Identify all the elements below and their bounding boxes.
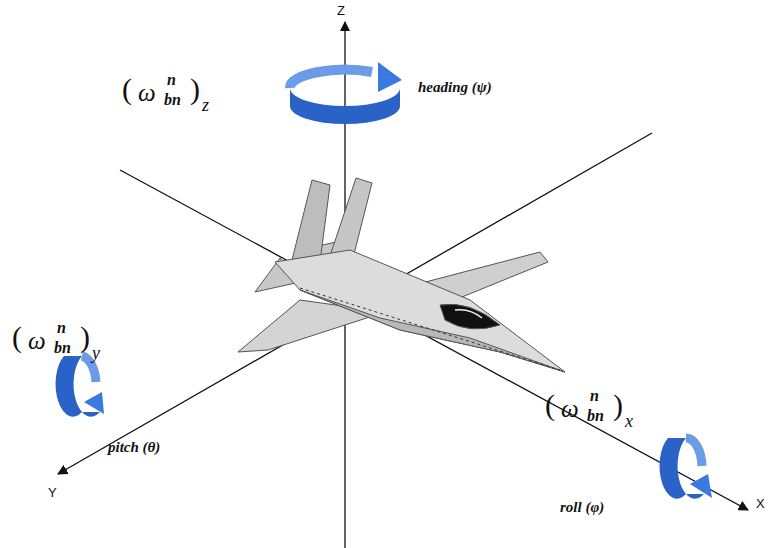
aircraft <box>238 178 565 372</box>
rotation-name: pitch (θ) <box>108 440 160 455</box>
roll-rotation-arrow <box>660 438 712 499</box>
pitch-rotation-arrow <box>56 356 104 417</box>
paren: ω <box>561 396 579 421</box>
subscript: ) <box>190 74 200 104</box>
paren: y <box>92 344 100 362</box>
superscript: bn <box>587 408 604 424</box>
y-axis <box>58 133 652 474</box>
paren: x <box>625 412 633 430</box>
paren: z <box>202 96 209 114</box>
paren: ω <box>138 80 156 105</box>
omega-symbol: n <box>57 320 66 336</box>
heading-rotation-arrow <box>290 62 402 124</box>
subscript: ) <box>613 390 623 420</box>
axis-label: X <box>756 497 765 510</box>
superscript: bn <box>54 340 71 356</box>
subscript: ) <box>80 322 90 352</box>
omega-symbol: n <box>167 72 176 88</box>
axis-label: ( <box>545 390 555 420</box>
omega-symbol: n <box>590 388 599 404</box>
superscript: bn <box>164 92 181 108</box>
axis-label: Y <box>48 486 57 499</box>
axis-label: ( <box>12 322 22 352</box>
rotation-name: heading (ψ) <box>418 80 492 95</box>
axis-label: ( <box>122 74 132 104</box>
axis-label: Z <box>337 4 345 17</box>
x-axis <box>120 170 748 510</box>
paren: ω <box>28 328 46 353</box>
rotation-name: roll (φ) <box>560 500 604 515</box>
